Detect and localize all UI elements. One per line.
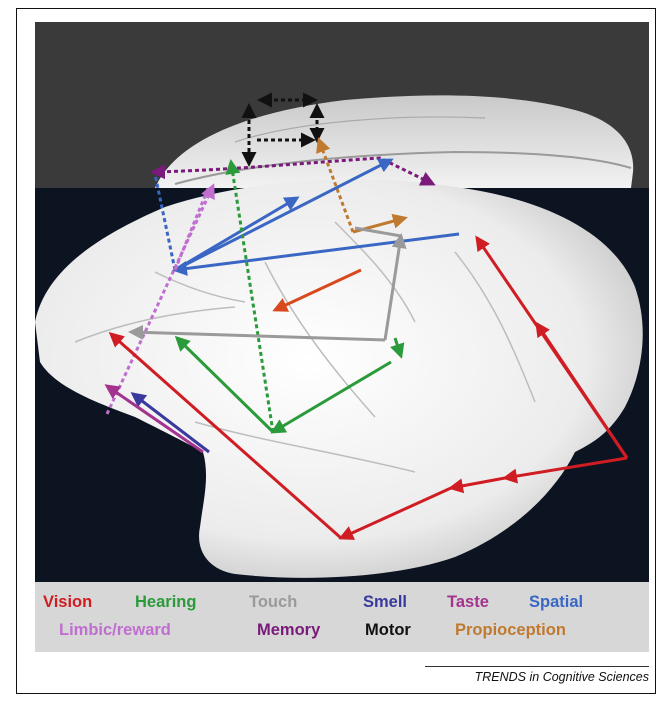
legend-taste: Taste [447,592,489,612]
legend-limbic-reward: Limbic/reward [59,620,171,640]
legend-proprioception: Propioception [455,620,566,640]
legend-vision: Vision [43,592,92,612]
journal-credit: TRENDS in Cognitive Sciences [475,670,649,684]
legend: Vision Hearing Touch Smell Taste Spatial… [35,582,649,652]
brain-diagram [35,22,649,582]
legend-spatial: Spatial [529,592,583,612]
legend-touch: Touch [249,592,297,612]
legend-smell: Smell [363,592,407,612]
legend-motor: Motor [365,620,411,640]
legend-hearing: Hearing [135,592,196,612]
legend-memory: Memory [257,620,320,640]
credit-divider [425,666,649,667]
